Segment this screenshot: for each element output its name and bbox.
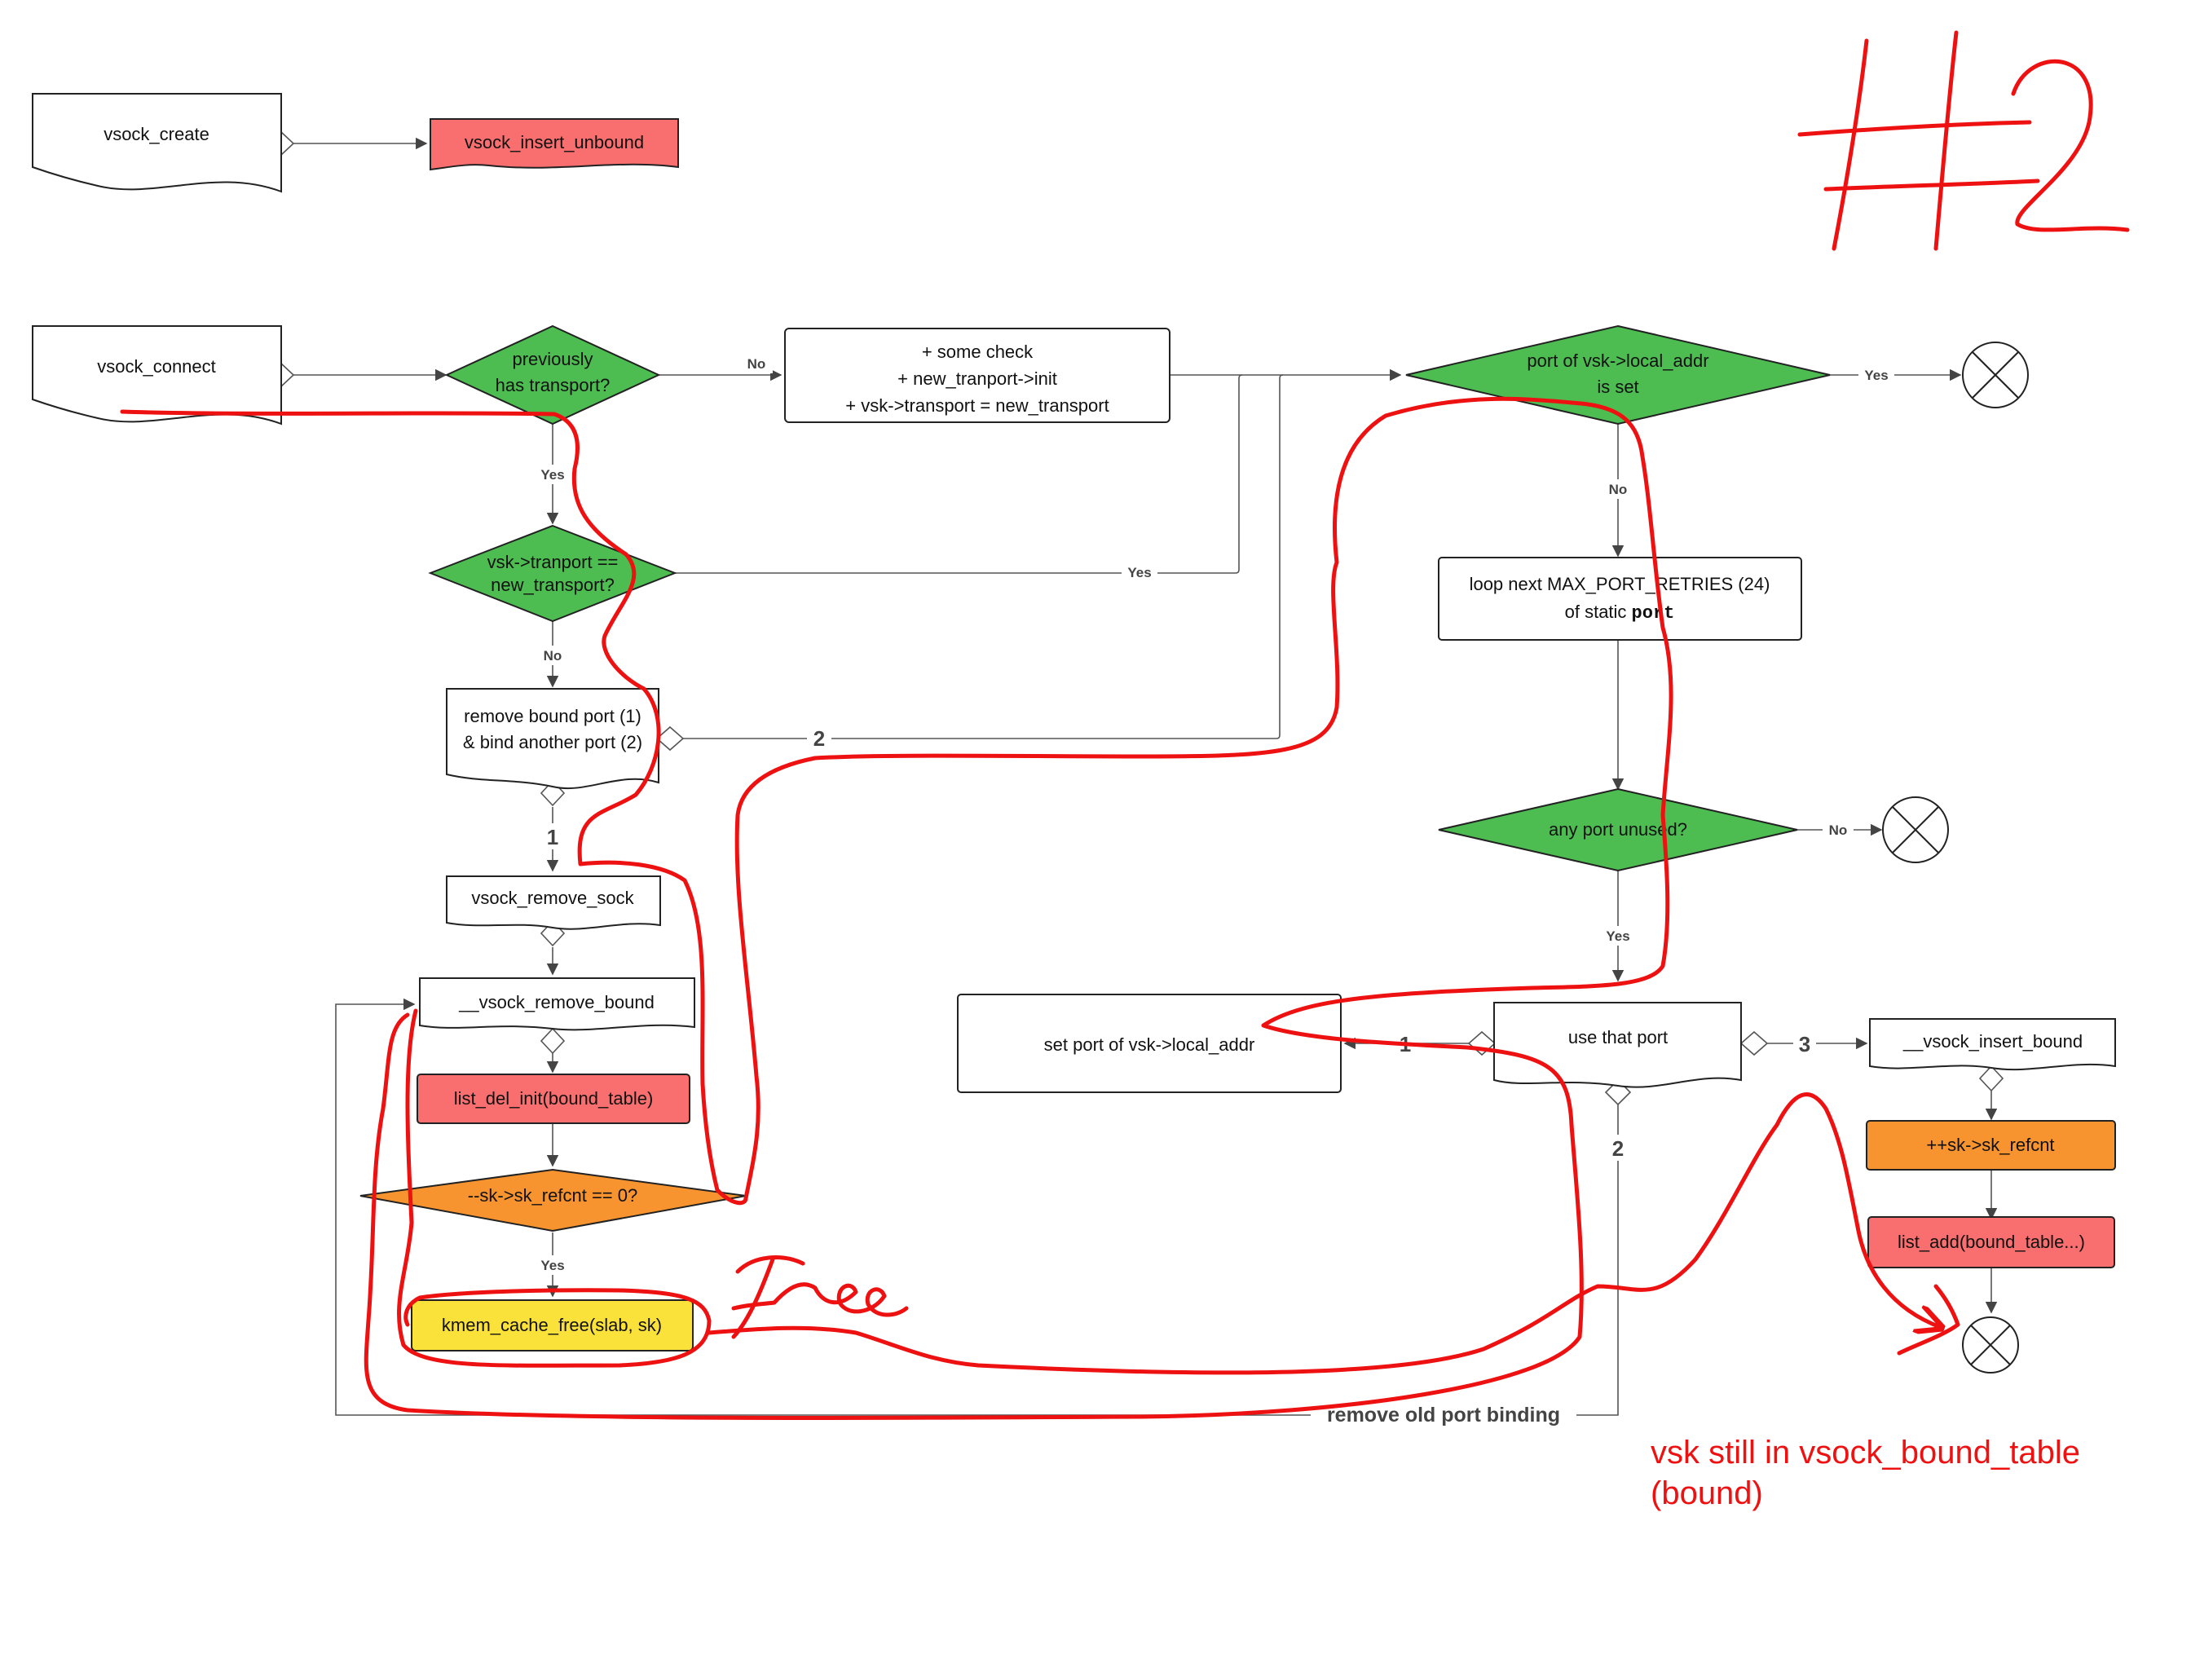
node-decision-decrement-refcnt[interactable]: --sk->sk_refcnt == 0? bbox=[359, 1168, 747, 1232]
svg-text:__vsock_insert_bound: __vsock_insert_bound bbox=[1902, 1031, 2083, 1052]
label-2: 2 bbox=[813, 726, 825, 751]
loop-next-text: of static bbox=[1565, 602, 1632, 622]
node-vsock-create[interactable]: vsock_create bbox=[32, 93, 282, 193]
annotation-note-line2: (bound) bbox=[1651, 1475, 1763, 1511]
node-some-check[interactable]: + some check + new_tranport->init + vsk-… bbox=[784, 328, 1170, 423]
node-remove-bound-port[interactable]: remove bound port (1) & bind another por… bbox=[446, 688, 659, 790]
label-yes: Yes bbox=[540, 1258, 564, 1273]
node-kmem-cache-free[interactable]: kmem_cache_free(slab, sk) bbox=[411, 1299, 694, 1351]
connector-diamond bbox=[1978, 1065, 2004, 1092]
svg-text:vsock_create: vsock_create bbox=[104, 124, 209, 144]
node-decision-any-port-unused[interactable]: any port unused? bbox=[1438, 787, 1798, 872]
label-no: No bbox=[747, 356, 766, 372]
node-decision-transport-equal[interactable]: vsk->tranport == new_transport? bbox=[428, 524, 677, 623]
svg-text:vsock_remove_sock: vsock_remove_sock bbox=[471, 888, 634, 908]
node-vsock-connect[interactable]: vsock_connect bbox=[32, 325, 282, 426]
end-terminator-icon bbox=[1962, 1316, 2019, 1374]
edge-labels: No Yes Yes No 2 1 Yes Yes No No Yes 1 3 … bbox=[535, 354, 1894, 1426]
label-yes: Yes bbox=[1864, 368, 1888, 383]
node-list-add[interactable]: list_add(bound_table...) bbox=[1867, 1216, 2115, 1268]
svg-text:kmem_cache_free(slab, sk): kmem_cache_free(slab, sk) bbox=[442, 1315, 662, 1335]
connector-diamond bbox=[1739, 1030, 1769, 1056]
svg-text:+ vsk->transport = new_transpo: + vsk->transport = new_transport bbox=[845, 395, 1109, 416]
node-decision-port-set[interactable]: port of vsk->local_addr is set bbox=[1405, 324, 1831, 426]
node-decision-prev-transport[interactable]: previously has transport? bbox=[444, 324, 661, 426]
node-vsock-insert-unbound[interactable]: vsock_insert_unbound bbox=[430, 118, 679, 171]
red-free-loop bbox=[397, 1008, 712, 1368]
node-loop-next-port[interactable]: loop next MAX_PORT_RETRIES (24) of stati… bbox=[1438, 557, 1802, 641]
red-traced-path bbox=[120, 396, 1673, 1421]
hash-two-handwritten: #2 bbox=[1797, 30, 2130, 251]
label-yes: Yes bbox=[1606, 928, 1629, 944]
svg-text:loop next MAX_PORT_RETRIES (24: loop next MAX_PORT_RETRIES (24) bbox=[1470, 574, 1770, 594]
red-annotations: #2 free vsk still in vsock_bound_table (… bbox=[120, 30, 2130, 1511]
label-3: 3 bbox=[1799, 1032, 1810, 1056]
node-vsock-insert-bound[interactable]: __vsock_insert_bound bbox=[1869, 1018, 2116, 1071]
svg-text:set port of vsk->local_addr: set port of vsk->local_addr bbox=[1044, 1034, 1255, 1055]
red-arrow-head-icon bbox=[1897, 1284, 1960, 1356]
label-yes: Yes bbox=[540, 467, 564, 483]
annotation-note-line1: vsk still in vsock_bound_table bbox=[1651, 1435, 2080, 1471]
svg-text:vsock_connect: vsock_connect bbox=[97, 356, 216, 377]
svg-text:++sk->sk_refcnt: ++sk->sk_refcnt bbox=[1926, 1135, 2054, 1155]
red-free-connector bbox=[707, 1092, 1940, 1375]
end-terminator-icon bbox=[1882, 796, 1949, 863]
label-yes: Yes bbox=[1127, 565, 1151, 580]
connector-diamond bbox=[540, 1027, 566, 1055]
svg-text:use that port: use that port bbox=[1568, 1027, 1668, 1047]
node-set-port[interactable]: set port of vsk->local_addr bbox=[957, 994, 1342, 1093]
svg-text:port of vsk->local_addr: port of vsk->local_addr bbox=[1527, 351, 1708, 371]
edge-remove-old-binding bbox=[335, 998, 1619, 1416]
nodes: vsock_create vsock_insert_unbound vsock_… bbox=[32, 93, 2116, 1374]
svg-text:remove bound port (1): remove bound port (1) bbox=[464, 706, 641, 726]
label-1: 1 bbox=[547, 825, 558, 849]
svg-text:vsk->tranport ==: vsk->tranport == bbox=[487, 552, 619, 572]
label-2: 2 bbox=[1612, 1136, 1624, 1161]
svg-text:list_del_init(bound_table): list_del_init(bound_table) bbox=[454, 1088, 654, 1109]
node-use-that-port[interactable]: use that port bbox=[1493, 1002, 1742, 1088]
svg-text:is set: is set bbox=[1597, 377, 1638, 397]
label-no: No bbox=[544, 648, 562, 664]
svg-text:vsock_insert_unbound: vsock_insert_unbound bbox=[465, 132, 644, 152]
svg-text:--sk->sk_refcnt == 0?: --sk->sk_refcnt == 0? bbox=[468, 1185, 637, 1206]
edge-remove-2 bbox=[683, 374, 1284, 739]
free-handwritten: free bbox=[731, 1255, 909, 1339]
svg-text:new_transport?: new_transport? bbox=[491, 575, 615, 595]
node-increment-refcnt[interactable]: ++sk->sk_refcnt bbox=[1866, 1120, 2116, 1171]
svg-text:previously: previously bbox=[512, 349, 593, 369]
svg-text:has transport?: has transport? bbox=[496, 375, 611, 395]
label-no: No bbox=[1829, 822, 1848, 838]
connector-diamond bbox=[655, 725, 685, 752]
svg-text:of static port: of static port bbox=[1565, 602, 1675, 624]
node-vsock-remove-sock[interactable]: vsock_remove_sock bbox=[446, 875, 661, 930]
label-remove-old-port-binding: remove old port binding bbox=[1327, 1404, 1560, 1426]
svg-text:& bind another port (2): & bind another port (2) bbox=[463, 732, 642, 752]
port-code-text: port bbox=[1632, 603, 1675, 624]
edge-eq-yes bbox=[668, 374, 1243, 574]
svg-text:+ some check: + some check bbox=[922, 342, 1034, 362]
svg-text:__vsock_remove_bound: __vsock_remove_bound bbox=[458, 992, 655, 1012]
node-list-del-init[interactable]: list_del_init(bound_table) bbox=[417, 1074, 690, 1124]
node-vsock-remove-bound[interactable]: __vsock_remove_bound bbox=[419, 977, 695, 1031]
end-terminator-icon bbox=[1962, 342, 2029, 408]
svg-text:list_add(bound_table...): list_add(bound_table...) bbox=[1898, 1232, 2085, 1252]
label-no: No bbox=[1609, 482, 1628, 497]
svg-text:+ new_tranport->init: + new_tranport->init bbox=[897, 368, 1057, 389]
